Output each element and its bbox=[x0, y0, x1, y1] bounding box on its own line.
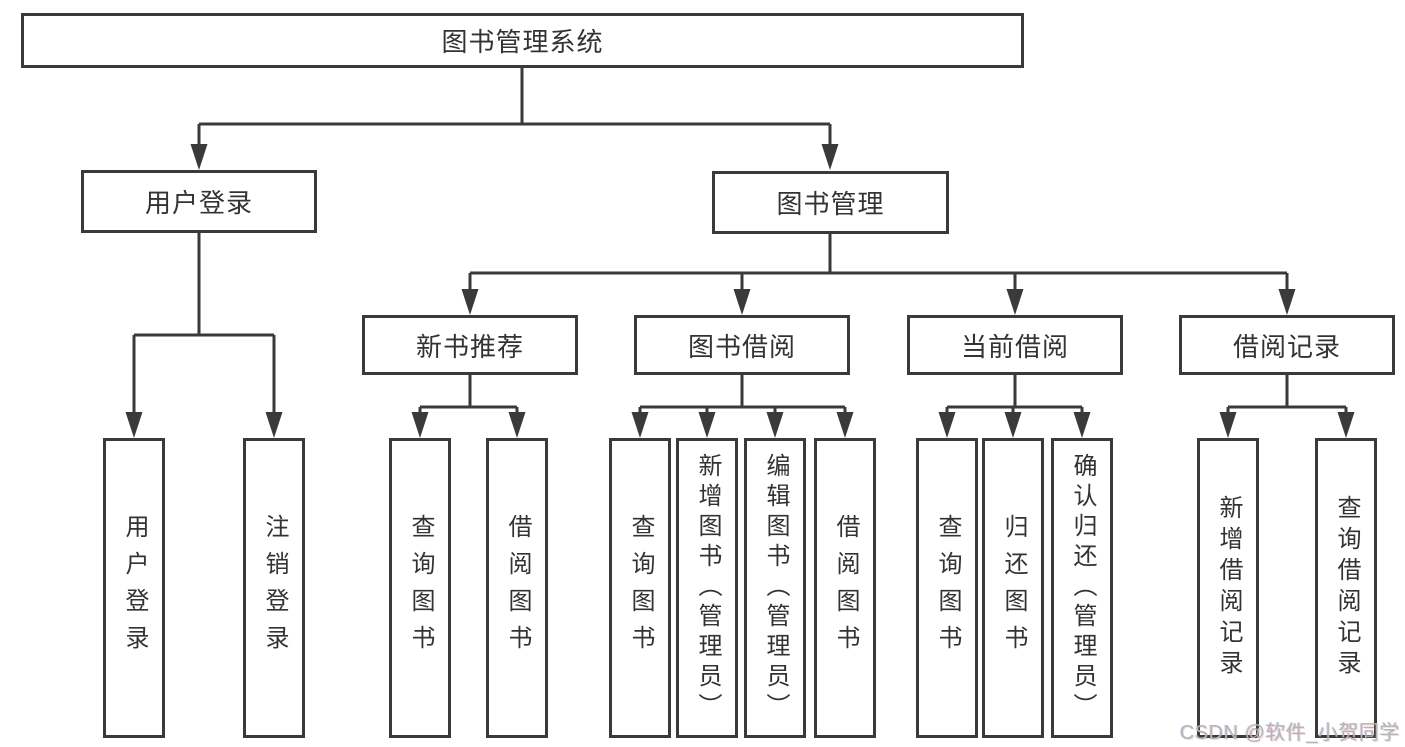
node-root: 图书管理系统 bbox=[21, 13, 1024, 68]
leaf-add-books-admin-label: 新增图书（管理员） bbox=[694, 453, 721, 723]
node-book-borrowing-label: 图书借阅 bbox=[687, 331, 796, 362]
leaf-query-books-borrowing: 查询图书 bbox=[609, 438, 671, 738]
leaf-query-books-current: 查询图书 bbox=[916, 438, 978, 738]
leaf-add-borrow-record-label: 新增借阅记录 bbox=[1215, 495, 1242, 681]
node-current-borrowing-label: 当前借阅 bbox=[960, 331, 1069, 362]
leaf-user-login-label: 用户登录 bbox=[121, 514, 148, 662]
node-user-login: 用户登录 bbox=[81, 170, 317, 233]
leaf-query-books-recommend-label: 查询图书 bbox=[407, 514, 434, 662]
node-new-book-recommend: 新书推荐 bbox=[362, 315, 578, 375]
leaf-add-books-admin: 新增图书（管理员） bbox=[676, 438, 738, 738]
node-new-book-recommend-label: 新书推荐 bbox=[415, 331, 524, 362]
leaf-edit-books-admin: 编辑图书（管理员） bbox=[744, 438, 806, 738]
leaf-return-books-label: 归还图书 bbox=[1000, 514, 1027, 662]
node-book-borrowing: 图书借阅 bbox=[634, 315, 850, 375]
leaf-confirm-return-admin-label: 确认归还（管理员） bbox=[1069, 453, 1096, 723]
node-root-label: 图书管理系统 bbox=[441, 27, 604, 57]
leaf-query-borrow-record-label: 查询借阅记录 bbox=[1333, 495, 1360, 681]
node-borrowing-records-label: 借阅记录 bbox=[1232, 331, 1341, 362]
leaf-logout: 注销登录 bbox=[243, 438, 305, 738]
leaf-confirm-return-admin: 确认归还（管理员） bbox=[1051, 438, 1113, 738]
leaf-borrow-books-recommend-label: 借阅图书 bbox=[504, 514, 531, 662]
leaf-query-books-recommend: 查询图书 bbox=[389, 438, 451, 738]
leaf-add-borrow-record: 新增借阅记录 bbox=[1197, 438, 1259, 738]
leaf-borrow-books-borrowing: 借阅图书 bbox=[814, 438, 876, 738]
node-user-login-label: 用户登录 bbox=[144, 188, 253, 218]
leaf-borrow-books-borrowing-label: 借阅图书 bbox=[832, 514, 859, 662]
leaf-edit-books-admin-label: 编辑图书（管理员） bbox=[762, 453, 789, 723]
node-book-management-label: 图书管理 bbox=[776, 189, 885, 219]
leaf-user-login: 用户登录 bbox=[103, 438, 165, 738]
leaf-query-borrow-record: 查询借阅记录 bbox=[1315, 438, 1377, 738]
leaf-borrow-books-recommend: 借阅图书 bbox=[486, 438, 548, 738]
leaf-query-books-borrowing-label: 查询图书 bbox=[627, 514, 654, 662]
node-book-management: 图书管理 bbox=[712, 171, 949, 234]
leaf-logout-label: 注销登录 bbox=[261, 514, 288, 662]
node-borrowing-records: 借阅记录 bbox=[1179, 315, 1395, 375]
watermark: CSDN @软件_小贺同学 bbox=[1179, 722, 1400, 744]
node-current-borrowing: 当前借阅 bbox=[907, 315, 1123, 375]
leaf-return-books: 归还图书 bbox=[982, 438, 1044, 738]
leaf-query-books-current-label: 查询图书 bbox=[934, 514, 961, 662]
